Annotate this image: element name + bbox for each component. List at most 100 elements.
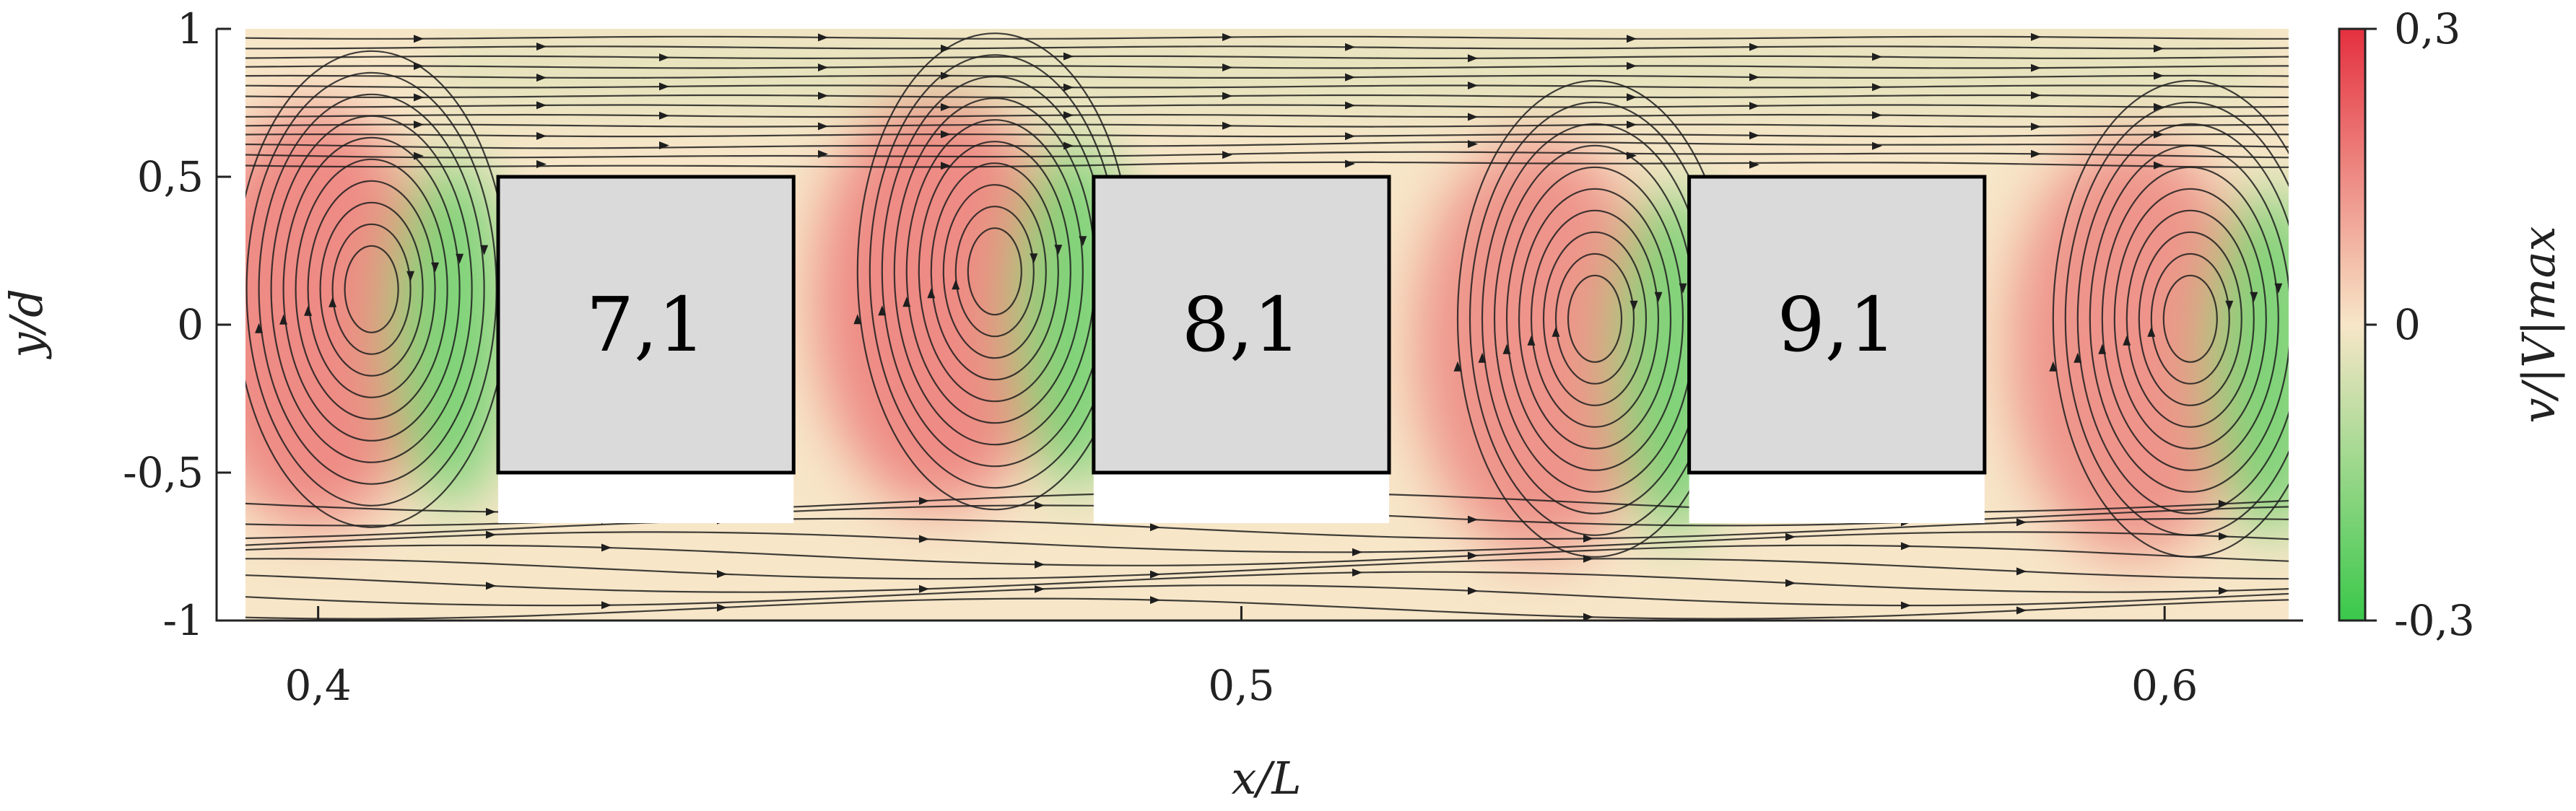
streamline-upper-14 — [245, 161, 2289, 168]
streamline-upper-5 — [245, 74, 2289, 79]
streamline-arrow — [717, 570, 727, 579]
streamline-arrow — [1150, 523, 1160, 532]
streamline-arrow — [1749, 160, 1759, 169]
streamline-arrow — [486, 582, 496, 590]
streamline-arrow — [1468, 113, 1478, 121]
streamline-arrow — [1345, 159, 1355, 168]
streamline-arrow — [2031, 123, 2041, 131]
streamline-arrow — [1872, 53, 1882, 61]
x-tick-label: 0,5 — [1208, 661, 1274, 710]
streamline-arrow — [1063, 52, 1074, 61]
streamline-arrow — [1627, 152, 1637, 160]
streamline-arrow — [659, 141, 669, 149]
vortex-1-streamline-1 — [344, 245, 399, 333]
streamline-arrow — [1222, 63, 1232, 71]
block-1 — [496, 175, 796, 475]
upflow-region-3 — [1414, 138, 1660, 557]
streamline-arrow — [1872, 83, 1882, 92]
streamline-arrow — [1872, 141, 1882, 150]
colorbar-ticks: 0,30-0,3 — [2365, 4, 2475, 645]
colorbar-label: v/|V|max — [2512, 226, 2565, 423]
y-tick-label: -0,5 — [123, 448, 204, 497]
streamline-arrow — [659, 53, 669, 62]
streamline-arrow — [2016, 567, 2027, 576]
streamline-arrow — [601, 543, 612, 552]
y-tick-label: 0 — [177, 300, 204, 349]
vortex-2-streamline-4 — [930, 162, 1059, 381]
streamline-arrow — [1502, 343, 1511, 354]
streamline-arrow — [927, 288, 936, 299]
streamline-arrow — [431, 262, 440, 273]
vortex-2-streamline-5 — [918, 141, 1071, 403]
streamline-arrow — [919, 496, 929, 505]
vortex-1-streamline-5 — [295, 158, 448, 420]
streamline-arrow — [486, 507, 496, 516]
streamline-lower-3 — [245, 517, 2289, 540]
y-tick-label: 0,5 — [137, 152, 204, 201]
block-wake-3 — [1689, 473, 1985, 523]
streamline-arrow — [1150, 570, 1160, 579]
streamline-arrow — [1150, 596, 1160, 605]
streamline-arrow — [1785, 532, 1796, 541]
streamline-arrow — [414, 93, 424, 102]
streamline-arrow — [414, 120, 424, 129]
vortex-2-streamline-1 — [967, 227, 1022, 316]
streamline-arrow — [1035, 501, 1045, 509]
y-tick-label: 1 — [177, 4, 204, 53]
streamline-arrow — [1222, 151, 1232, 159]
vortex-1-streamline-2 — [331, 223, 412, 355]
streamline-arrow — [659, 82, 669, 91]
streamline-arrow — [2098, 343, 2107, 354]
x-axis-label: x/L — [1231, 752, 1301, 805]
vortex-1-streamline-7 — [270, 115, 473, 463]
vortex-4-streamline-9 — [2064, 101, 2289, 536]
streamline-arrow — [601, 601, 612, 610]
streamline-arrow — [1679, 283, 1687, 294]
vortex-2-streamline-2 — [954, 206, 1035, 338]
streamline-arrow — [536, 74, 547, 82]
vortex-1-streamline-4 — [307, 180, 436, 398]
streamline-arrow — [659, 111, 669, 120]
block-wake-1 — [498, 473, 794, 523]
vortex-4-streamline-1 — [2162, 274, 2218, 363]
streamline-arrow — [1468, 515, 1478, 524]
vortex-3-streamline-4 — [1530, 209, 1660, 428]
streamline-arrow — [230, 332, 238, 342]
streamline-arrow — [1222, 92, 1232, 100]
block-3 — [1687, 175, 1987, 475]
streamline-arrow — [1627, 93, 1637, 102]
upflow-region-1 — [245, 108, 437, 527]
streamline-arrow — [1468, 140, 1478, 149]
streamline-arrow — [1222, 121, 1232, 130]
downflow-region-4 — [2208, 188, 2289, 535]
streamline-arrow — [1345, 73, 1355, 82]
streamline-arrow — [1901, 542, 1911, 551]
streamline-arrow — [2225, 300, 2234, 311]
streamline-lower-5 — [245, 544, 2289, 566]
streamline-arrow — [818, 150, 828, 158]
streamline-arrow — [1030, 253, 1038, 264]
streamline-arrow — [1654, 291, 1663, 302]
streamline-lower-6 — [245, 558, 2289, 580]
streamline-arrow — [1063, 141, 1074, 150]
block-label-2: 8,1 — [1182, 281, 1301, 369]
streamline-arrow — [2154, 161, 2164, 170]
streamline-arrow — [2219, 587, 2229, 595]
streamline-arrow — [279, 314, 288, 325]
streamline-arrow — [328, 297, 337, 307]
streamline-arrow — [1478, 352, 1487, 363]
streamline-arrow — [2154, 102, 2164, 111]
streamline-upper-1 — [245, 35, 2289, 40]
colorbar-tick-label: 0 — [2394, 300, 2421, 349]
vortex-4-streamline-8 — [2076, 123, 2289, 514]
streamline-arrow — [1749, 131, 1759, 140]
streamline-arrow — [1079, 236, 1087, 247]
upflow-region-4 — [2009, 138, 2255, 557]
streamline-arrow — [406, 271, 415, 281]
streamline-arrow — [480, 245, 489, 255]
vortex-1-streamline-8 — [258, 93, 485, 485]
block-label-3: 9,1 — [1777, 281, 1897, 369]
streamline-arrow — [2250, 291, 2258, 302]
streamline-arrow — [1063, 83, 1074, 92]
